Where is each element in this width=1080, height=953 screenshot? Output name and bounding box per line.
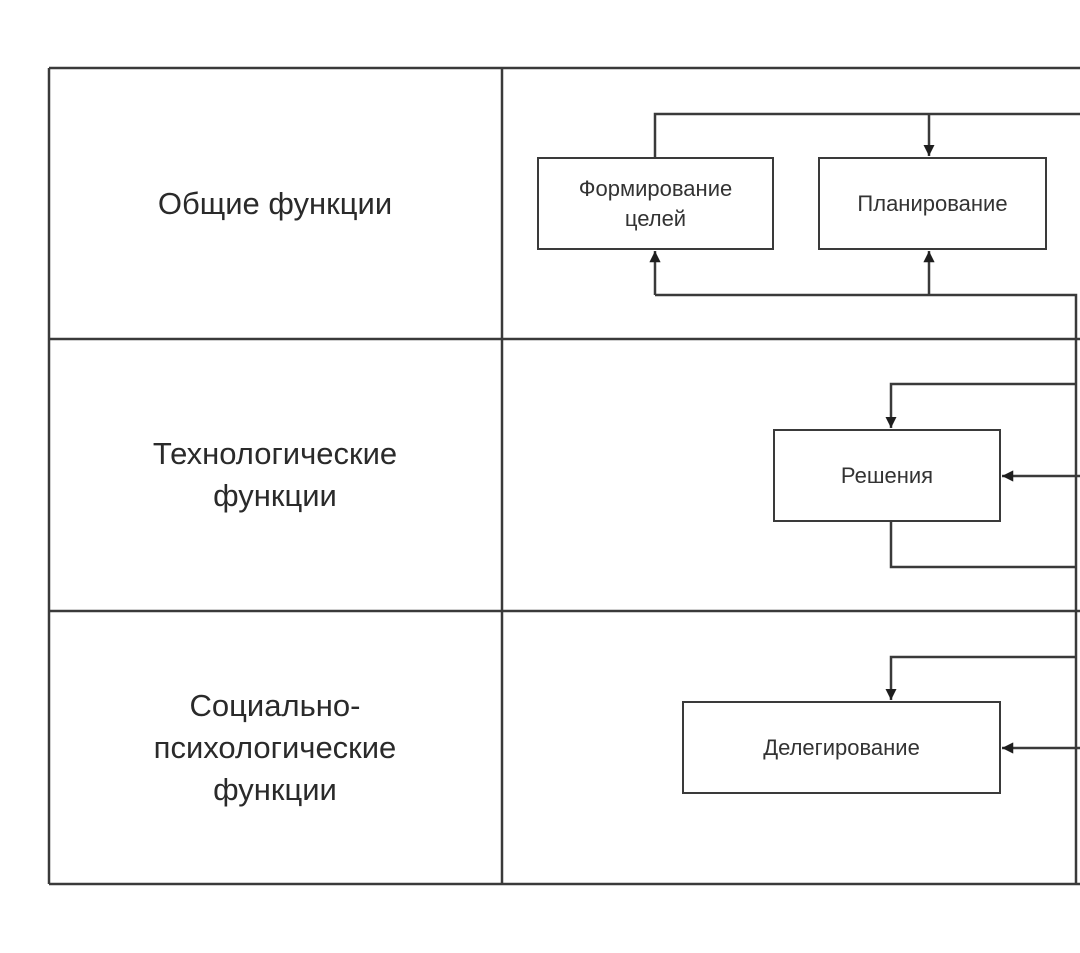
node-decisions: Решения bbox=[773, 429, 1001, 522]
connectors bbox=[649, 112, 1080, 884]
row-label-technological: Технологические функции bbox=[152, 436, 398, 513]
table-grid bbox=[47, 66, 1080, 886]
row-label-social-psychological: Социально- психологические функции bbox=[153, 687, 397, 807]
decisions-bottom-line bbox=[889, 522, 1076, 569]
node-delegation: Делегирование bbox=[682, 701, 1001, 794]
decisions-top-line bbox=[885, 382, 1076, 428]
top-loop-line bbox=[653, 112, 1080, 157]
node-planning: Планирование bbox=[818, 157, 1047, 250]
return-line-row1 bbox=[655, 293, 1078, 339]
delegation-top-line bbox=[885, 655, 1076, 700]
node-goal-formation: Формирование целей bbox=[537, 157, 774, 250]
row-label-general: Общие функции bbox=[157, 185, 393, 221]
